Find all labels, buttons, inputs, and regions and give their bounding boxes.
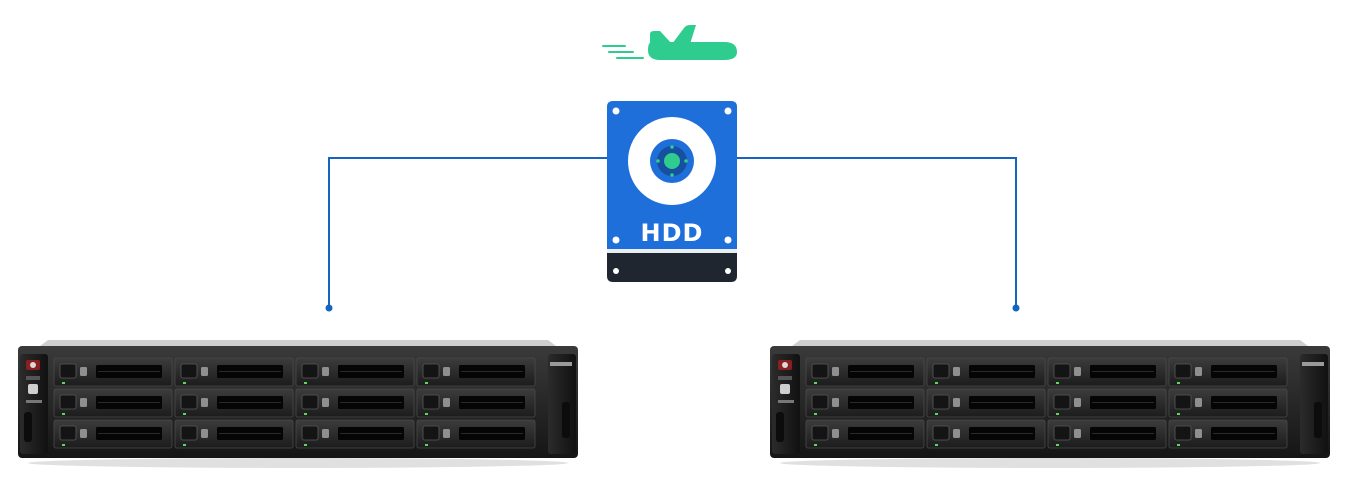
hdd-base bbox=[607, 252, 737, 282]
drive-bay bbox=[416, 357, 536, 387]
connector-dot-left bbox=[325, 304, 333, 312]
drive-bay bbox=[416, 388, 536, 418]
connector-line-right bbox=[737, 157, 1017, 308]
drive-bay bbox=[926, 357, 1046, 387]
connector-lines bbox=[325, 157, 1020, 312]
hdd-label: HDD bbox=[641, 219, 704, 247]
rack-ear-left bbox=[20, 354, 48, 454]
connector-dot-right bbox=[1012, 304, 1020, 312]
drive-bay bbox=[926, 419, 1046, 449]
drive-bay bbox=[174, 419, 294, 449]
drive-bay bbox=[1168, 357, 1288, 387]
nas-server-target bbox=[770, 340, 1330, 468]
connector-line-left bbox=[328, 157, 607, 308]
drive-bay bbox=[295, 388, 415, 418]
drive-bay bbox=[805, 388, 925, 418]
rack-ear-left bbox=[772, 354, 800, 454]
rack-ear-right bbox=[548, 354, 576, 454]
drive-bay bbox=[1047, 388, 1167, 418]
drive-bay bbox=[53, 388, 173, 418]
drive-bay bbox=[295, 419, 415, 449]
drive-bay bbox=[926, 388, 1046, 418]
drive-bay bbox=[805, 357, 925, 387]
drive-bay bbox=[53, 357, 173, 387]
drive-bay bbox=[1168, 388, 1288, 418]
drive-bay bbox=[805, 419, 925, 449]
nas-server-source bbox=[18, 340, 578, 468]
drive-bay bbox=[53, 419, 173, 449]
drive-bay bbox=[174, 357, 294, 387]
airplane-icon bbox=[602, 25, 737, 60]
drive-bay bbox=[1047, 357, 1167, 387]
drive-bay bbox=[416, 419, 536, 449]
drive-bay bbox=[174, 388, 294, 418]
drive-bay bbox=[1168, 419, 1288, 449]
rack-ear-right bbox=[1300, 354, 1328, 454]
drive-bay bbox=[295, 357, 415, 387]
drive-bay bbox=[1047, 419, 1167, 449]
hard-drive-icon: HDD bbox=[607, 101, 737, 282]
